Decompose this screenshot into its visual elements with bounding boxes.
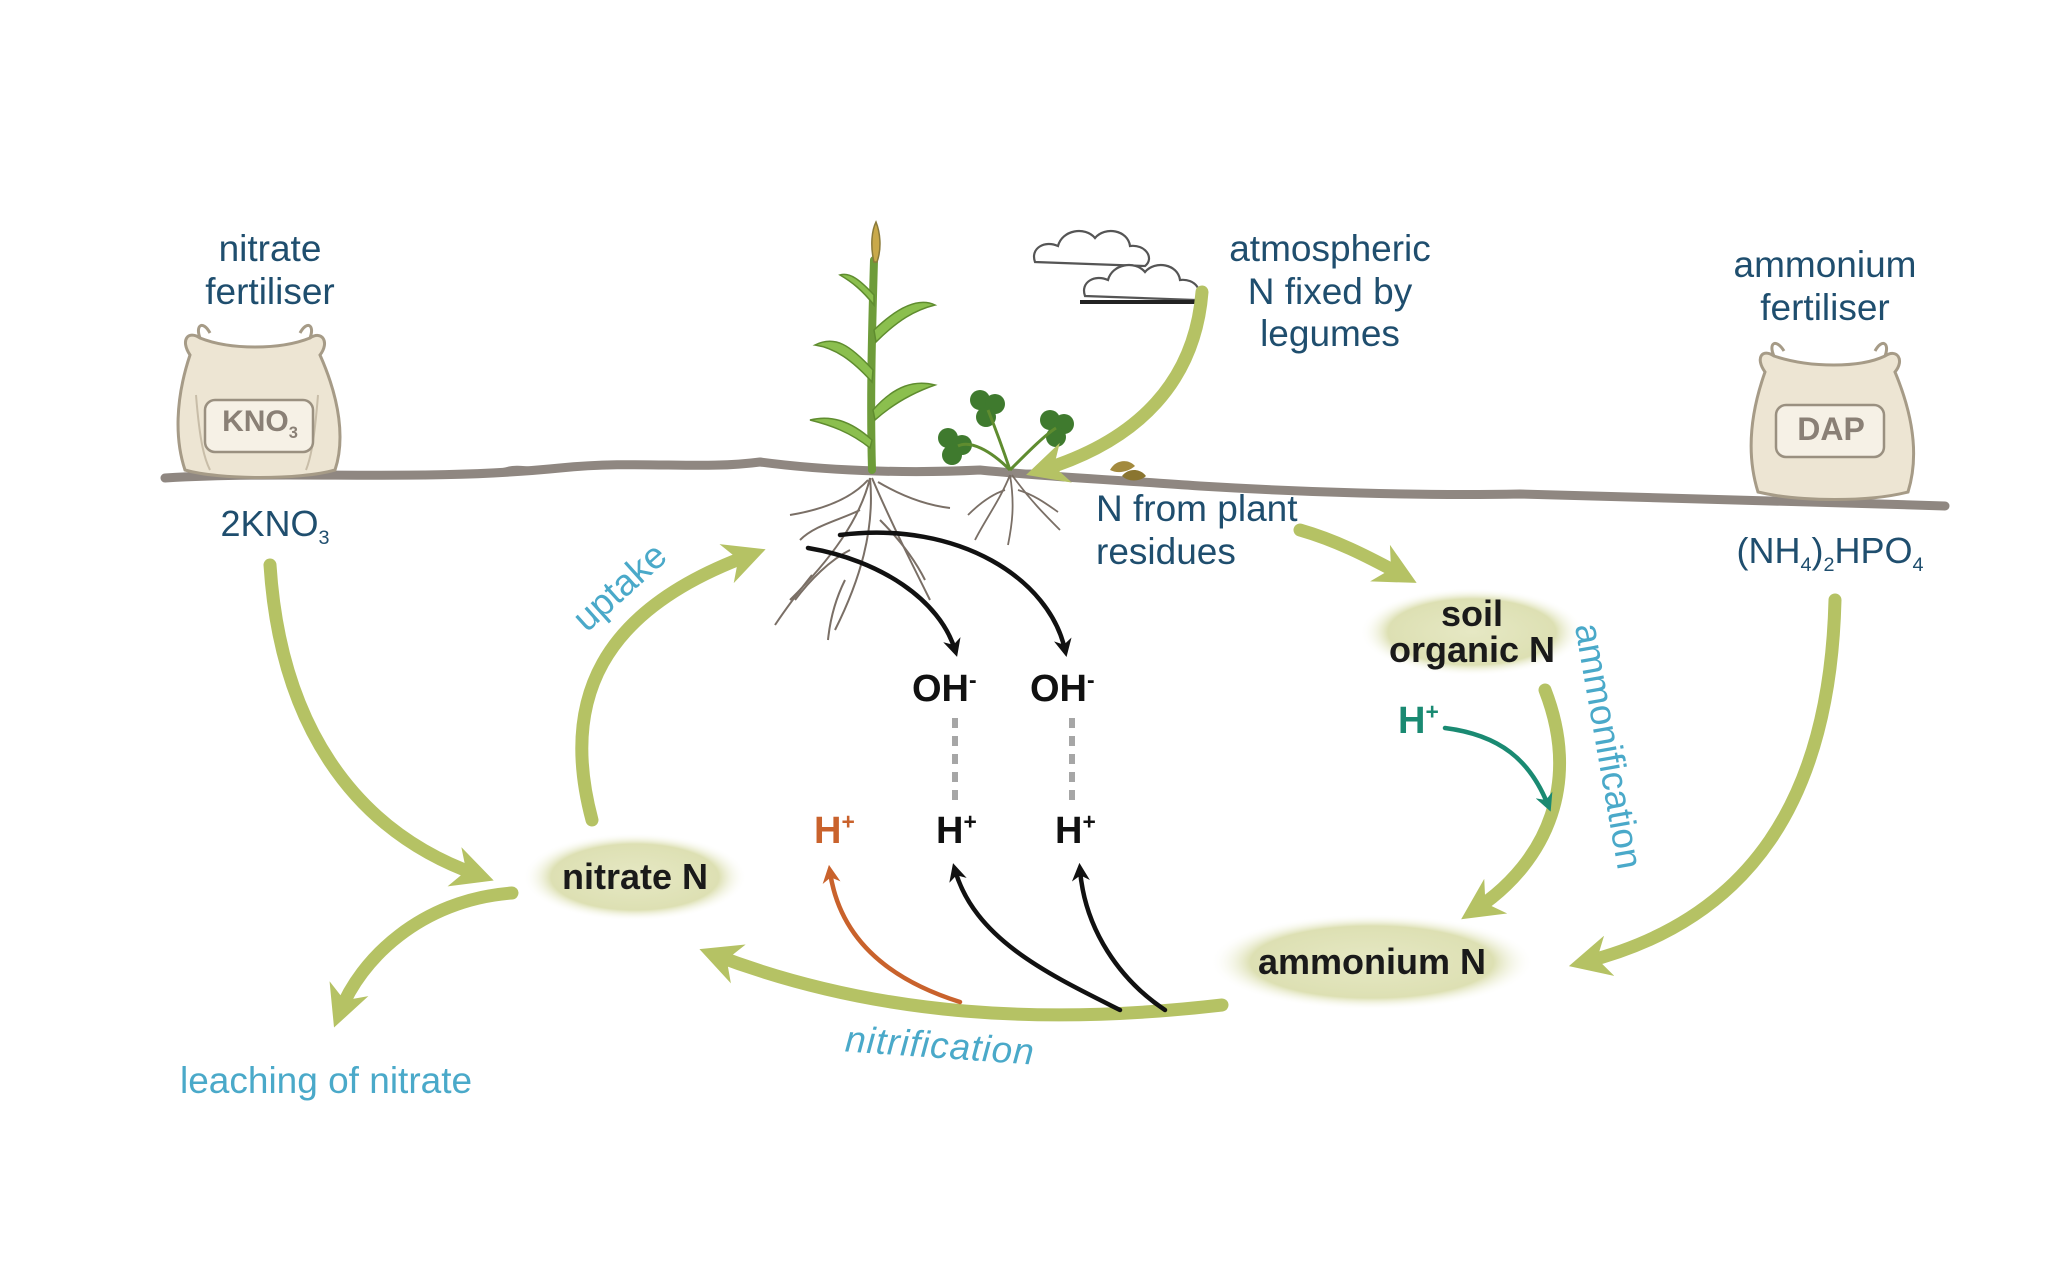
arrow-nitrification [699,944,1229,1022]
atmospheric-label: atmospheric N fixed by legumes [1229,228,1431,355]
plant-residues-label: N from plant residues [1096,488,1298,572]
soil-organic-n-node: soil organic N [1388,593,1556,670]
oh-ion-1: OH- [912,666,977,710]
arrow-leaching [329,886,519,1028]
arrow-residues-to-soil-organic-n [1293,523,1417,583]
kno3-bag-label: KNO3 [222,405,298,442]
nitrate-n-ellipse [523,833,747,921]
cloud-icon [1032,229,1202,304]
oh-ion-2: OH- [1030,666,1095,710]
soil-organic-n-ellipse [1360,588,1584,676]
leaching-label: leaching of nitrate [180,1060,473,1101]
ammonium-n-ellipse [1210,914,1534,1010]
arrow-nitrification-to-h1 [949,863,1123,1013]
arrow-atmospheric-fixation [1026,285,1209,483]
plant-residue-icon [1110,461,1146,481]
ammonium-n-node: ammonium N [1257,941,1487,982]
h-ion-1: H+ [936,808,977,852]
nitrate-fertiliser-label: nitrate fertiliser [205,228,335,312]
kno3-bag-icon [176,323,342,479]
h-ion-teal: H+ [1398,698,1439,742]
maize-plant-icon [774,220,951,641]
arrow-ammonification [1461,683,1567,920]
arrow-nitrate-fertiliser-to-nitrate-n [263,558,494,887]
ammonium-fertiliser-label: ammonium fertiliser [1733,244,1917,328]
kno3-formula-label: 2KNO3 [220,503,330,550]
dap-bag-label: DAP [1797,411,1865,447]
arrow-nitrate-n-to-uptake [575,544,766,827]
arrow-ammonium-fertiliser-to-ammonium-n [1568,593,1842,976]
dap-bag-icon [1749,341,1916,501]
arrow-root-to-oh1 [805,545,961,657]
arrow-root-to-oh2 [837,530,1072,658]
nitrate-n-node: nitrate N [561,856,709,897]
clover-plant-icon [938,390,1074,546]
h-ion-orange: H+ [814,808,855,852]
arrow-nitrification-to-h-orange [822,864,963,1005]
arrow-h-to-ammonification [1442,725,1553,812]
arrow-nitrification-to-h2 [1071,862,1168,1013]
h-ion-2: H+ [1055,808,1096,852]
dap-formula-label: (NH4)2HPO4 [1736,530,1924,577]
